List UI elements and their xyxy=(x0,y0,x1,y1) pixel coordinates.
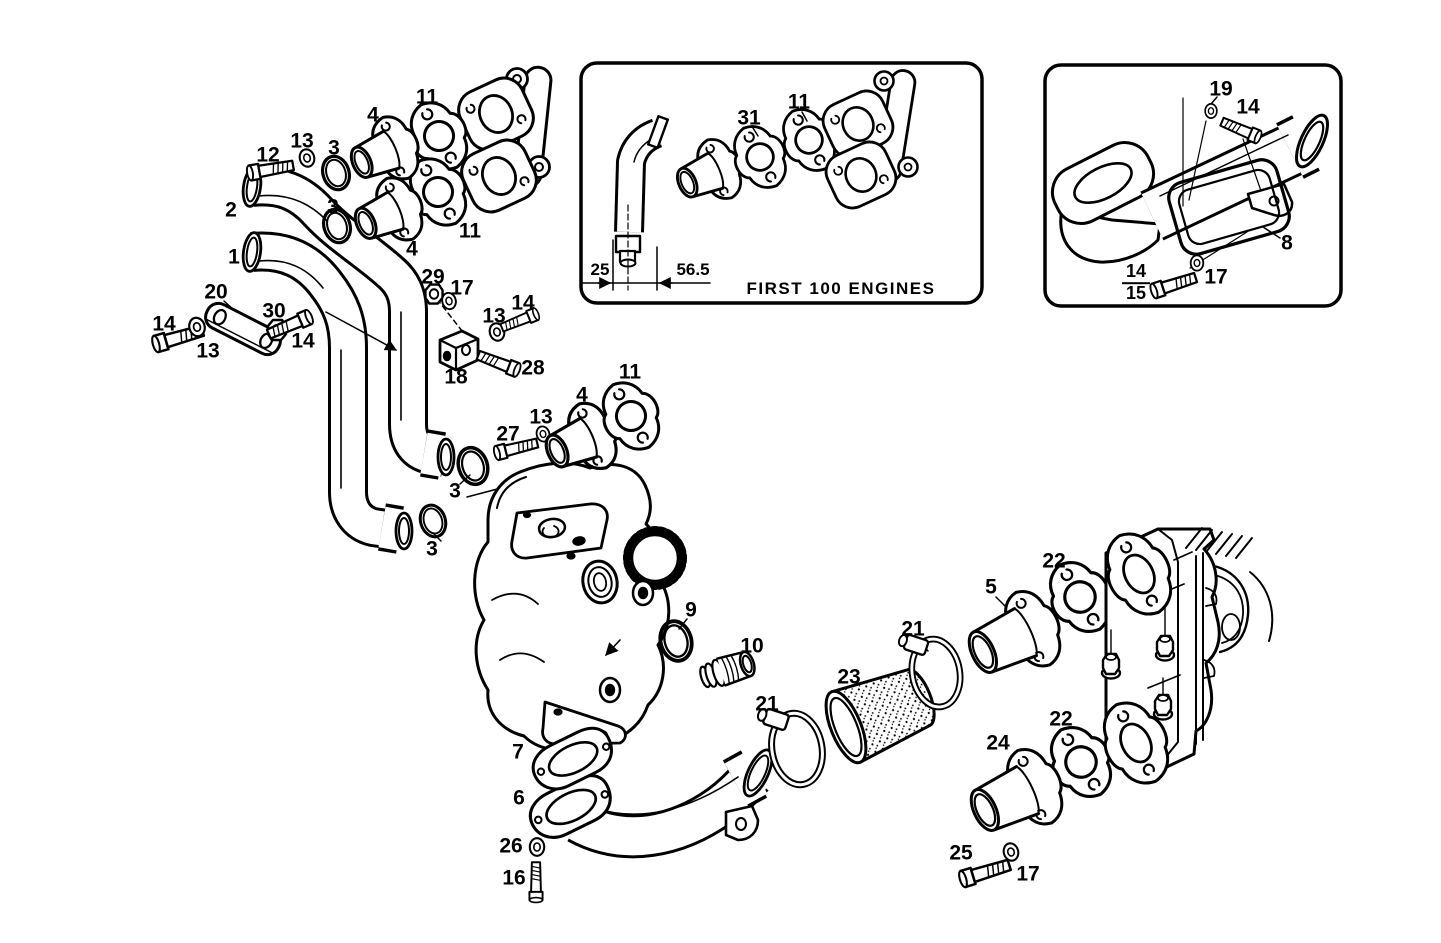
part-callout-4: 4 xyxy=(367,103,379,127)
stud-nut-b xyxy=(1100,652,1122,680)
part-callout-3: 3 xyxy=(327,195,339,219)
bolt-28 xyxy=(474,347,524,379)
water-pipe-2 xyxy=(241,166,456,480)
part-callout-11: 11 xyxy=(415,85,439,109)
hose-23 xyxy=(824,668,936,765)
part-callout-21: 21 xyxy=(901,617,925,641)
manifold-main xyxy=(457,65,553,214)
part-callout-18: 18 xyxy=(444,365,468,389)
fraction-top: 14 xyxy=(1125,261,1147,282)
part-callout-8: 8 xyxy=(1281,231,1293,255)
bolt-16 xyxy=(528,861,544,904)
part-callout-11: 11 xyxy=(458,219,482,243)
part-callout-28: 28 xyxy=(521,356,545,380)
part-callout-5: 5 xyxy=(985,575,997,599)
part-callout-17: 17 xyxy=(450,276,474,300)
part-callout-21: 21 xyxy=(755,692,779,716)
part-callout-13: 13 xyxy=(482,304,506,328)
part-callout-27: 27 xyxy=(496,422,520,446)
part-callout-11: 11 xyxy=(618,360,642,384)
part-callout-31: 31 xyxy=(737,106,761,130)
inset-caption: FIRST 100 ENGINES xyxy=(746,279,936,298)
part-callout-14: 14 xyxy=(511,291,535,315)
part-callout-29: 29 xyxy=(421,265,445,289)
part-callout-20: 20 xyxy=(204,280,228,304)
part-callout-3: 3 xyxy=(426,537,438,561)
washer-26 xyxy=(528,837,546,857)
part-callout-2: 2 xyxy=(225,198,237,222)
part-callout-6: 6 xyxy=(513,786,525,810)
part-callout-25: 25 xyxy=(949,841,973,865)
oring-3-d xyxy=(414,500,452,542)
part-callout-7: 7 xyxy=(512,740,524,764)
dimension-label-left: 25 xyxy=(590,260,610,279)
part-callout-16: 16 xyxy=(502,866,526,890)
inset-first-100-engines xyxy=(579,61,984,305)
part-callout-23: 23 xyxy=(837,665,861,689)
inset-bracket-detail xyxy=(1043,63,1343,308)
pipe-clamp-strap-20 xyxy=(204,301,282,357)
part-callout-17: 17 xyxy=(1204,265,1228,289)
part-callout-3: 3 xyxy=(328,136,340,160)
elbow-pipe-6 xyxy=(567,748,774,859)
part-callout-14-15: 14 15 xyxy=(1121,261,1151,304)
water-pipe-1 xyxy=(241,231,414,554)
fitting-10 xyxy=(699,650,756,689)
stud-nut-c xyxy=(1152,693,1174,721)
part-callout-30: 30 xyxy=(262,299,286,323)
dimension-label-right: 56.5 xyxy=(676,260,710,279)
part-callout-1: 1 xyxy=(228,245,240,269)
part-callout-22: 22 xyxy=(1042,549,1066,573)
part-callout-13: 13 xyxy=(196,339,220,363)
part-callout-10: 10 xyxy=(740,634,764,658)
part-callout-9: 9 xyxy=(685,598,697,622)
part-callout-11: 11 xyxy=(787,90,811,114)
part-callout-4: 4 xyxy=(576,383,588,407)
part-callout-13: 13 xyxy=(290,129,314,153)
fraction-bottom: 15 xyxy=(1121,282,1151,304)
part-callout-19: 19 xyxy=(1209,77,1233,101)
part-callout-22: 22 xyxy=(1049,707,1073,731)
part-callout-26: 26 xyxy=(499,834,523,858)
stud-nut-a xyxy=(1154,634,1176,662)
part-callout-14: 14 xyxy=(152,312,176,336)
part-callout-24: 24 xyxy=(986,731,1010,755)
water-pump-body xyxy=(473,461,687,752)
part-callout-14: 14 xyxy=(291,329,315,353)
part-callout-12: 12 xyxy=(256,143,280,167)
part-callout-3: 3 xyxy=(449,479,461,503)
bracket-18 xyxy=(438,329,480,372)
part-callout-13: 13 xyxy=(529,405,553,429)
washer-17-b xyxy=(1000,840,1022,864)
part-callout-4: 4 xyxy=(406,237,418,261)
part-callout-14: 14 xyxy=(1236,95,1260,119)
part-callout-17: 17 xyxy=(1016,862,1040,886)
